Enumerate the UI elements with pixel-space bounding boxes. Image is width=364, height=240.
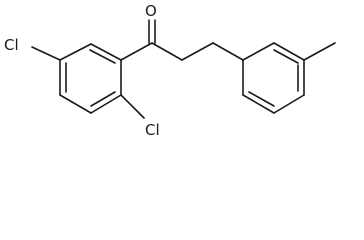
bond-chain-3 [212, 42, 244, 61]
bond-ring2-c1-c2 [242, 42, 275, 61]
bond-c-cl-left [31, 46, 61, 61]
bond-ring1-c1-c2 [90, 43, 122, 61]
bond-ring2-c2-c3 [273, 42, 305, 61]
bond-ring2-double-left [248, 91, 275, 107]
bond-ring-carbonyl [120, 42, 153, 61]
bond-ring1-c6-c1 [59, 43, 92, 61]
bond-ring1-c4-c5 [59, 94, 92, 114]
bond-ring1-c3-c4 [90, 94, 122, 114]
bond-chain-2 [181, 42, 214, 61]
bond-ring1-double-upper [89, 49, 116, 64]
bond-ring2-c5-c6 [242, 94, 275, 114]
bond-ring2-double-upper [273, 49, 299, 64]
bond-ring2-c4-c5 [273, 94, 305, 114]
dichlorophenyl-ring [59, 43, 122, 114]
bond-c-cl-bottom [120, 94, 145, 119]
chlorine-atom-bottom: Cl [145, 121, 160, 137]
bond-ring1-double-lower [90, 91, 116, 107]
chlorine-atom-left: Cl [4, 36, 19, 54]
methylphenyl-ring [242, 42, 305, 114]
bond-methyl [303, 42, 336, 61]
oxygen-atom: O [145, 2, 157, 20]
bond-chain-1 [151, 42, 183, 61]
chemical-structure-diagram: Cl Cl O [4, 2, 336, 137]
